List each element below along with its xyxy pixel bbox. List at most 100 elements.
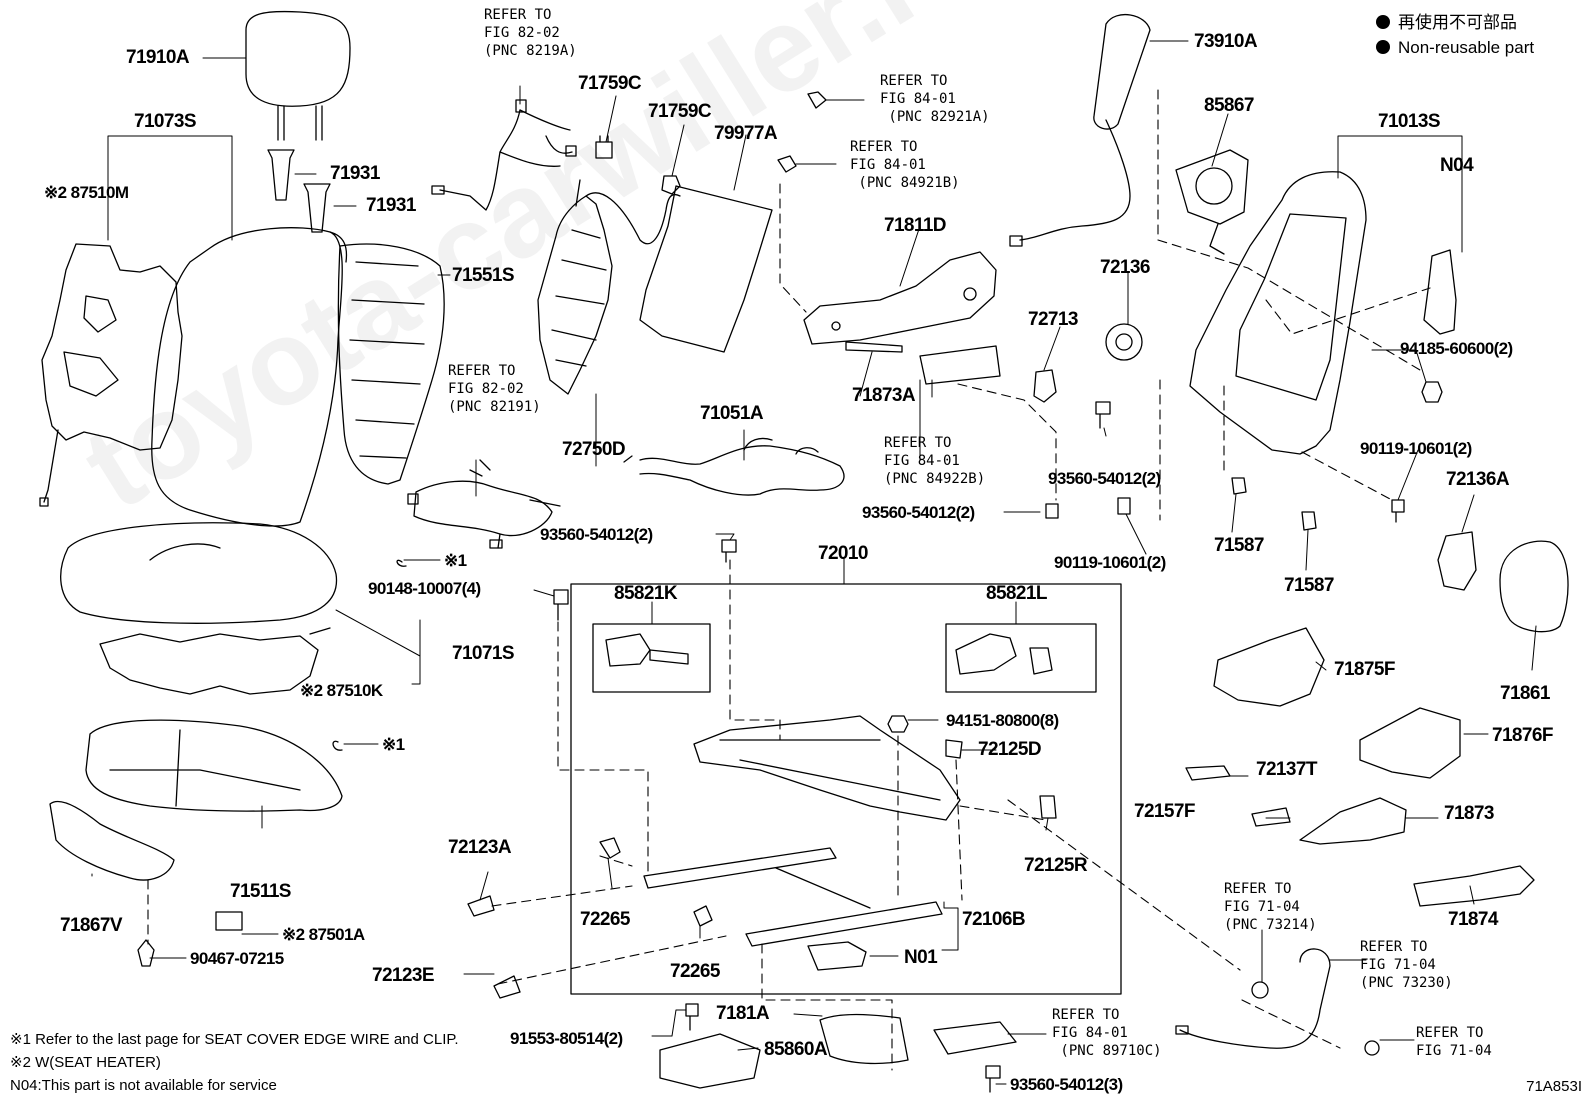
label-71931-lower[interactable]: 71931 xyxy=(366,195,416,216)
label-72265-b[interactable]: 72265 xyxy=(670,961,720,982)
part-72125D[interactable] xyxy=(945,739,963,759)
label-93560-54012-a[interactable]: 93560-54012(2) xyxy=(1048,469,1161,488)
refer-fig-82-02-82191[interactable]: REFER TO FIG 82-02 (PNC 82191) xyxy=(448,363,541,415)
label-72010[interactable]: 72010 xyxy=(818,543,868,564)
cover-71874[interactable] xyxy=(1413,865,1535,907)
screw-91553-80514[interactable] xyxy=(685,1003,699,1031)
refer-fig-71-04-73230[interactable]: REFER TO FIG 71-04 (PNC 73230) xyxy=(1360,939,1453,991)
seat-cushion-71071S[interactable] xyxy=(60,522,338,624)
lumbar-support-72750D[interactable] xyxy=(537,179,681,395)
label-71931-upper[interactable]: 71931 xyxy=(330,163,380,184)
motor-N01[interactable] xyxy=(807,941,867,971)
cable-73230[interactable] xyxy=(1175,948,1331,1049)
nut-7104[interactable] xyxy=(1364,1040,1380,1056)
cushion-heater-87510K[interactable] xyxy=(99,627,331,695)
bolt-90148-10007[interactable] xyxy=(553,589,569,621)
seat-rail-72106B[interactable] xyxy=(745,901,943,947)
refer-fig-71-04[interactable]: REFER TO FIG 71-04 xyxy=(1416,1025,1492,1059)
cover-71873[interactable] xyxy=(1299,797,1407,845)
label-87501A[interactable]: ※2 87501A xyxy=(282,925,365,944)
bolt-90119-10601-a[interactable] xyxy=(1391,499,1405,523)
label-90467-07215[interactable]: 90467-07215 xyxy=(190,949,284,968)
label-71759C-b[interactable]: 71759C xyxy=(648,101,712,122)
motor-85821K[interactable] xyxy=(605,633,689,667)
label-note-1-clip-a[interactable]: ※1 xyxy=(444,551,467,570)
clip-71759C-b[interactable] xyxy=(661,175,681,195)
label-72136[interactable]: 72136 xyxy=(1100,257,1150,278)
label-85867[interactable]: 85867 xyxy=(1204,95,1254,116)
label-N04[interactable]: N04 xyxy=(1440,155,1474,176)
label-73910A[interactable]: 73910A xyxy=(1194,31,1258,52)
part-72125R[interactable] xyxy=(1039,795,1057,819)
label-85821L[interactable]: 85821L xyxy=(986,583,1047,604)
part-72265a[interactable] xyxy=(599,837,621,859)
label-7181A[interactable]: 7181A xyxy=(716,1003,770,1024)
bolt-90119-10601-b[interactable] xyxy=(1117,497,1131,515)
wire-harness-cushion[interactable] xyxy=(407,459,561,549)
label-note-1-clip-b[interactable]: ※1 xyxy=(382,735,405,754)
label-79977A[interactable]: 79977A xyxy=(714,123,778,144)
wire-harness-71051A[interactable] xyxy=(623,437,845,496)
label-85860A[interactable]: 85860A xyxy=(764,1039,828,1060)
seatback-heater-87510M[interactable] xyxy=(39,243,183,507)
label-85821K[interactable]: 85821K xyxy=(614,583,678,604)
harness-7181A[interactable] xyxy=(819,1013,909,1065)
label-72106B[interactable]: 72106B xyxy=(962,909,1026,930)
nut-94185-60600[interactable] xyxy=(1421,381,1443,403)
seatback-pad-71551S[interactable] xyxy=(337,243,445,485)
ecu-89710C[interactable] xyxy=(933,1021,1017,1055)
edge-wire-clip-a[interactable] xyxy=(396,559,407,567)
label-72136A[interactable]: 72136A xyxy=(1446,469,1510,490)
part-85867[interactable] xyxy=(1175,149,1249,255)
label-94185-60600[interactable]: 94185-60600(2) xyxy=(1400,339,1513,358)
label-71587-b[interactable]: 71587 xyxy=(1284,575,1334,596)
clip-71587-b[interactable] xyxy=(1301,511,1317,531)
heater-module-87501A[interactable] xyxy=(215,911,243,931)
label-71874[interactable]: 71874 xyxy=(1448,909,1498,930)
label-71013S[interactable]: 71013S xyxy=(1378,111,1441,132)
headrest-71910A[interactable] xyxy=(245,10,351,141)
recliner-72136A[interactable] xyxy=(1437,531,1477,591)
label-71910A[interactable]: 71910A xyxy=(126,47,190,68)
refer-fig-82-02-8219A[interactable]: REFER TO FIG 82-02 (PNC 8219A) xyxy=(484,7,577,59)
motor-85821L[interactable] xyxy=(955,633,1053,675)
clip-90467-07215[interactable] xyxy=(137,939,155,967)
side-bracket[interactable] xyxy=(919,345,1001,385)
refer-fig-84-01-84922B[interactable]: REFER TO FIG 84-01 (PNC 84922B) xyxy=(884,435,986,487)
label-71051A[interactable]: 71051A xyxy=(700,403,764,424)
label-72125R[interactable]: 72125R xyxy=(1024,855,1088,876)
label-N01[interactable]: N01 xyxy=(904,947,938,968)
cover-71873A[interactable] xyxy=(845,341,903,353)
label-71861[interactable]: 71861 xyxy=(1500,683,1550,704)
label-94151-80800[interactable]: 94151-80800(8) xyxy=(946,711,1059,730)
label-71867V[interactable]: 71867V xyxy=(60,915,123,936)
part-72137T[interactable] xyxy=(1185,765,1231,781)
label-71876F[interactable]: 71876F xyxy=(1492,725,1553,746)
label-93560-54012-c[interactable]: 93560-54012(2) xyxy=(540,525,653,544)
trim-71867V[interactable] xyxy=(49,800,175,881)
label-72123A[interactable]: 72123A xyxy=(448,837,512,858)
label-87510K[interactable]: ※2 87510K xyxy=(300,681,383,700)
headrest-71861[interactable] xyxy=(1499,540,1569,633)
label-72265-a[interactable]: 72265 xyxy=(580,909,630,930)
cushion-pad-71511S[interactable] xyxy=(85,719,343,812)
label-72750D[interactable]: 72750D xyxy=(562,439,626,460)
seatback-cover-71073S[interactable] xyxy=(151,227,348,527)
recliner-72136[interactable] xyxy=(1105,323,1143,361)
seatback-board-79977A[interactable] xyxy=(639,185,773,353)
edge-wire-clip-b[interactable] xyxy=(332,740,343,751)
part-72157F[interactable] xyxy=(1251,807,1291,827)
label-71875F[interactable]: 71875F xyxy=(1334,659,1395,680)
seatback-frame-71013S[interactable] xyxy=(1189,171,1367,455)
refer-fig-84-01-89710C[interactable]: REFER TO FIG 84-01 (PNC 89710C) xyxy=(1052,1007,1162,1059)
refer-fig-71-04-73214[interactable]: REFER TO FIG 71-04 (PNC 73214) xyxy=(1224,881,1317,933)
label-72123E[interactable]: 72123E xyxy=(372,965,435,986)
label-90119-10601-a[interactable]: 90119-10601(2) xyxy=(1360,439,1472,458)
seat-track-frame-72010[interactable] xyxy=(693,715,961,821)
label-72157F[interactable]: 72157F xyxy=(1134,801,1195,822)
refer-fig-84-01-82921A[interactable]: REFER TO FIG 84-01 (PNC 82921A) xyxy=(880,73,990,125)
bolt-93560-54012-d[interactable] xyxy=(985,1065,1001,1093)
bracket-72123E[interactable] xyxy=(493,975,521,999)
headrest-guide-lower[interactable] xyxy=(303,183,331,233)
label-72137T[interactable]: 72137T xyxy=(1256,759,1317,780)
